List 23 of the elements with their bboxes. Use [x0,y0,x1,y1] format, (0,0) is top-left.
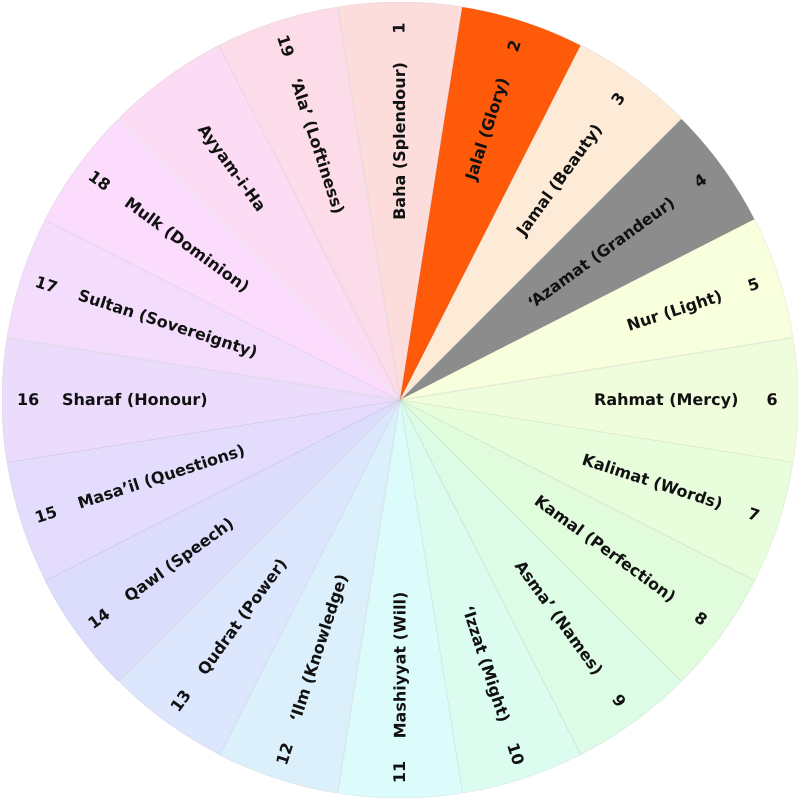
month-name: Sharaf (Honour) [62,392,208,408]
month-name: Mashiyyat (Will) [392,591,408,738]
month-number: 1 [392,22,408,34]
month-number: 17 [33,274,60,296]
month-number: 4 [692,172,710,192]
month-number: 15 [33,504,60,526]
month-number: 12 [274,740,296,767]
month-number: 8 [692,608,710,628]
month-name: Rahmat (Mercy) [594,392,738,408]
month-number: 9 [608,692,628,710]
month-number: 2 [506,38,524,54]
month-number: 11 [392,760,408,784]
month-number: 19 [274,33,296,60]
month-number: 16 [17,392,40,408]
month-number: 10 [504,740,526,767]
month-number: 5 [746,276,762,294]
month-number: 3 [608,90,628,108]
month-number: 6 [766,392,778,408]
month-number: 13 [168,687,194,715]
month-number: 14 [85,606,113,632]
month-name: Baha (Splendour) [392,62,408,220]
month-number: 18 [85,168,113,194]
month-number: 7 [746,506,762,524]
